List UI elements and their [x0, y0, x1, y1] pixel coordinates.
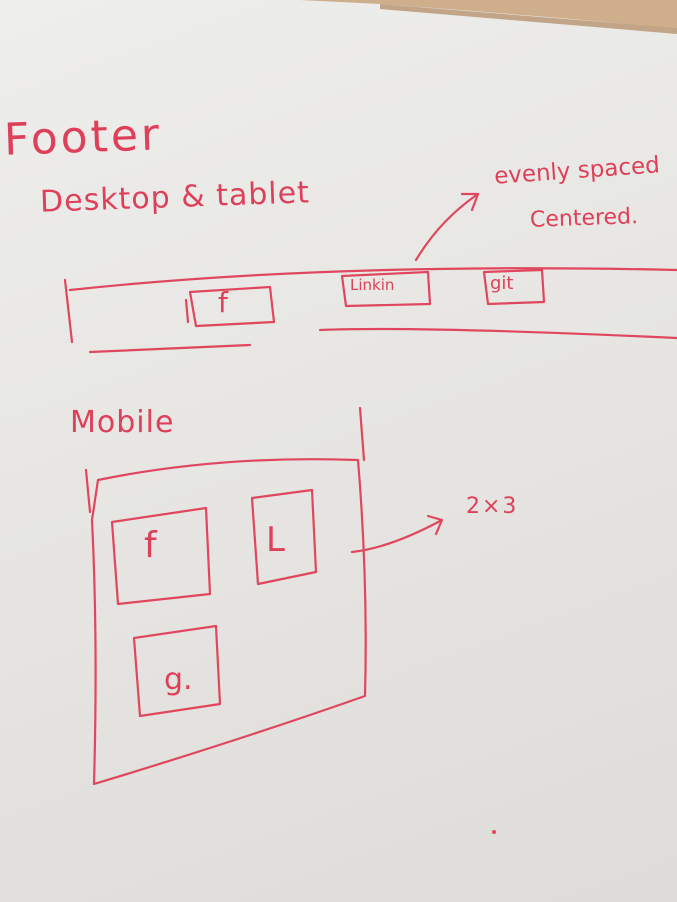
desktop-linkedin-box [340, 270, 432, 308]
desktop-git-label: git [490, 273, 514, 294]
mobile-third-label: g. [164, 662, 193, 697]
mobile-third-tile [132, 624, 222, 718]
desktop-facebook-box [184, 285, 276, 328]
mobile-heading: Mobile [70, 405, 175, 440]
marker-dot [492, 830, 496, 834]
annotation-arrow-grid [350, 514, 444, 554]
desktop-facebook-label: f [218, 286, 228, 319]
centered-note: Centered. [529, 204, 639, 233]
desktop-linkedin-label: Linkin [350, 276, 395, 294]
footer-heading: Footer [3, 109, 163, 166]
annotation-arrow-evenly-spaced [414, 192, 480, 262]
grid-note: 2×3 [466, 494, 519, 519]
whiteboard-frame [300, 0, 677, 34]
mobile-linkedin-tile [250, 488, 318, 586]
desktop-footer-bar-outline [63, 267, 677, 354]
desktop-git-box [482, 268, 546, 306]
mobile-facebook-label: f [144, 525, 157, 566]
mobile-facebook-tile [110, 506, 212, 606]
mobile-frame-outline [84, 406, 367, 786]
mobile-linkedin-label: L [266, 520, 285, 560]
